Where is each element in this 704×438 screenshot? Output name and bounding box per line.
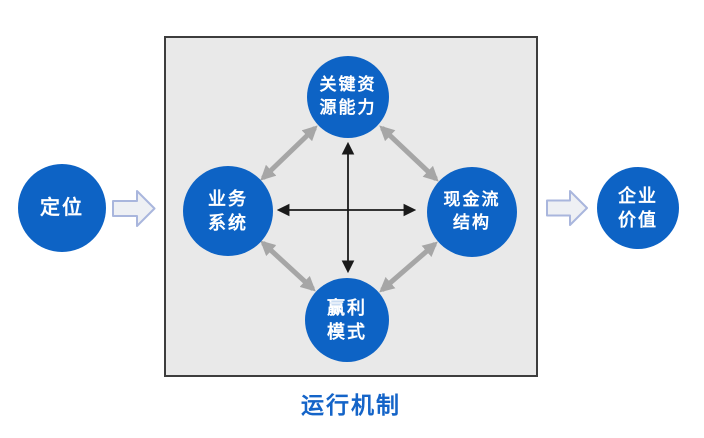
node-profit-model-line1: 赢利 bbox=[327, 297, 367, 318]
node-positioning-label: 定位 bbox=[40, 196, 84, 219]
node-enterprise-value-line2: 价值 bbox=[618, 210, 658, 230]
node-cashflow-structure-line1: 现金流 bbox=[443, 190, 501, 210]
node-key-resources-line2: 源能力 bbox=[319, 98, 377, 117]
node-key-resources: 关键资 源能力 bbox=[307, 56, 389, 138]
node-business-system-line2: 系统 bbox=[208, 213, 248, 233]
flow-arrow-left-icon bbox=[112, 190, 156, 227]
node-business-system: 业务 系统 bbox=[183, 166, 273, 256]
node-enterprise-value: 企业 价值 bbox=[597, 167, 679, 249]
node-key-resources-line1: 关键资 bbox=[319, 75, 377, 95]
box-caption: 运行机制 bbox=[301, 392, 401, 418]
node-business-system-line1: 业务 bbox=[208, 188, 248, 209]
node-cashflow-structure: 现金流 结构 bbox=[427, 167, 517, 257]
node-enterprise-value-line1: 企业 bbox=[618, 185, 658, 206]
node-profit-model-line2: 模式 bbox=[327, 322, 367, 342]
node-cashflow-structure-line2: 结构 bbox=[453, 213, 491, 232]
flow-arrow-right-icon bbox=[546, 190, 588, 226]
node-positioning: 定位 bbox=[18, 164, 106, 252]
node-profit-model: 赢利 模式 bbox=[305, 278, 389, 362]
